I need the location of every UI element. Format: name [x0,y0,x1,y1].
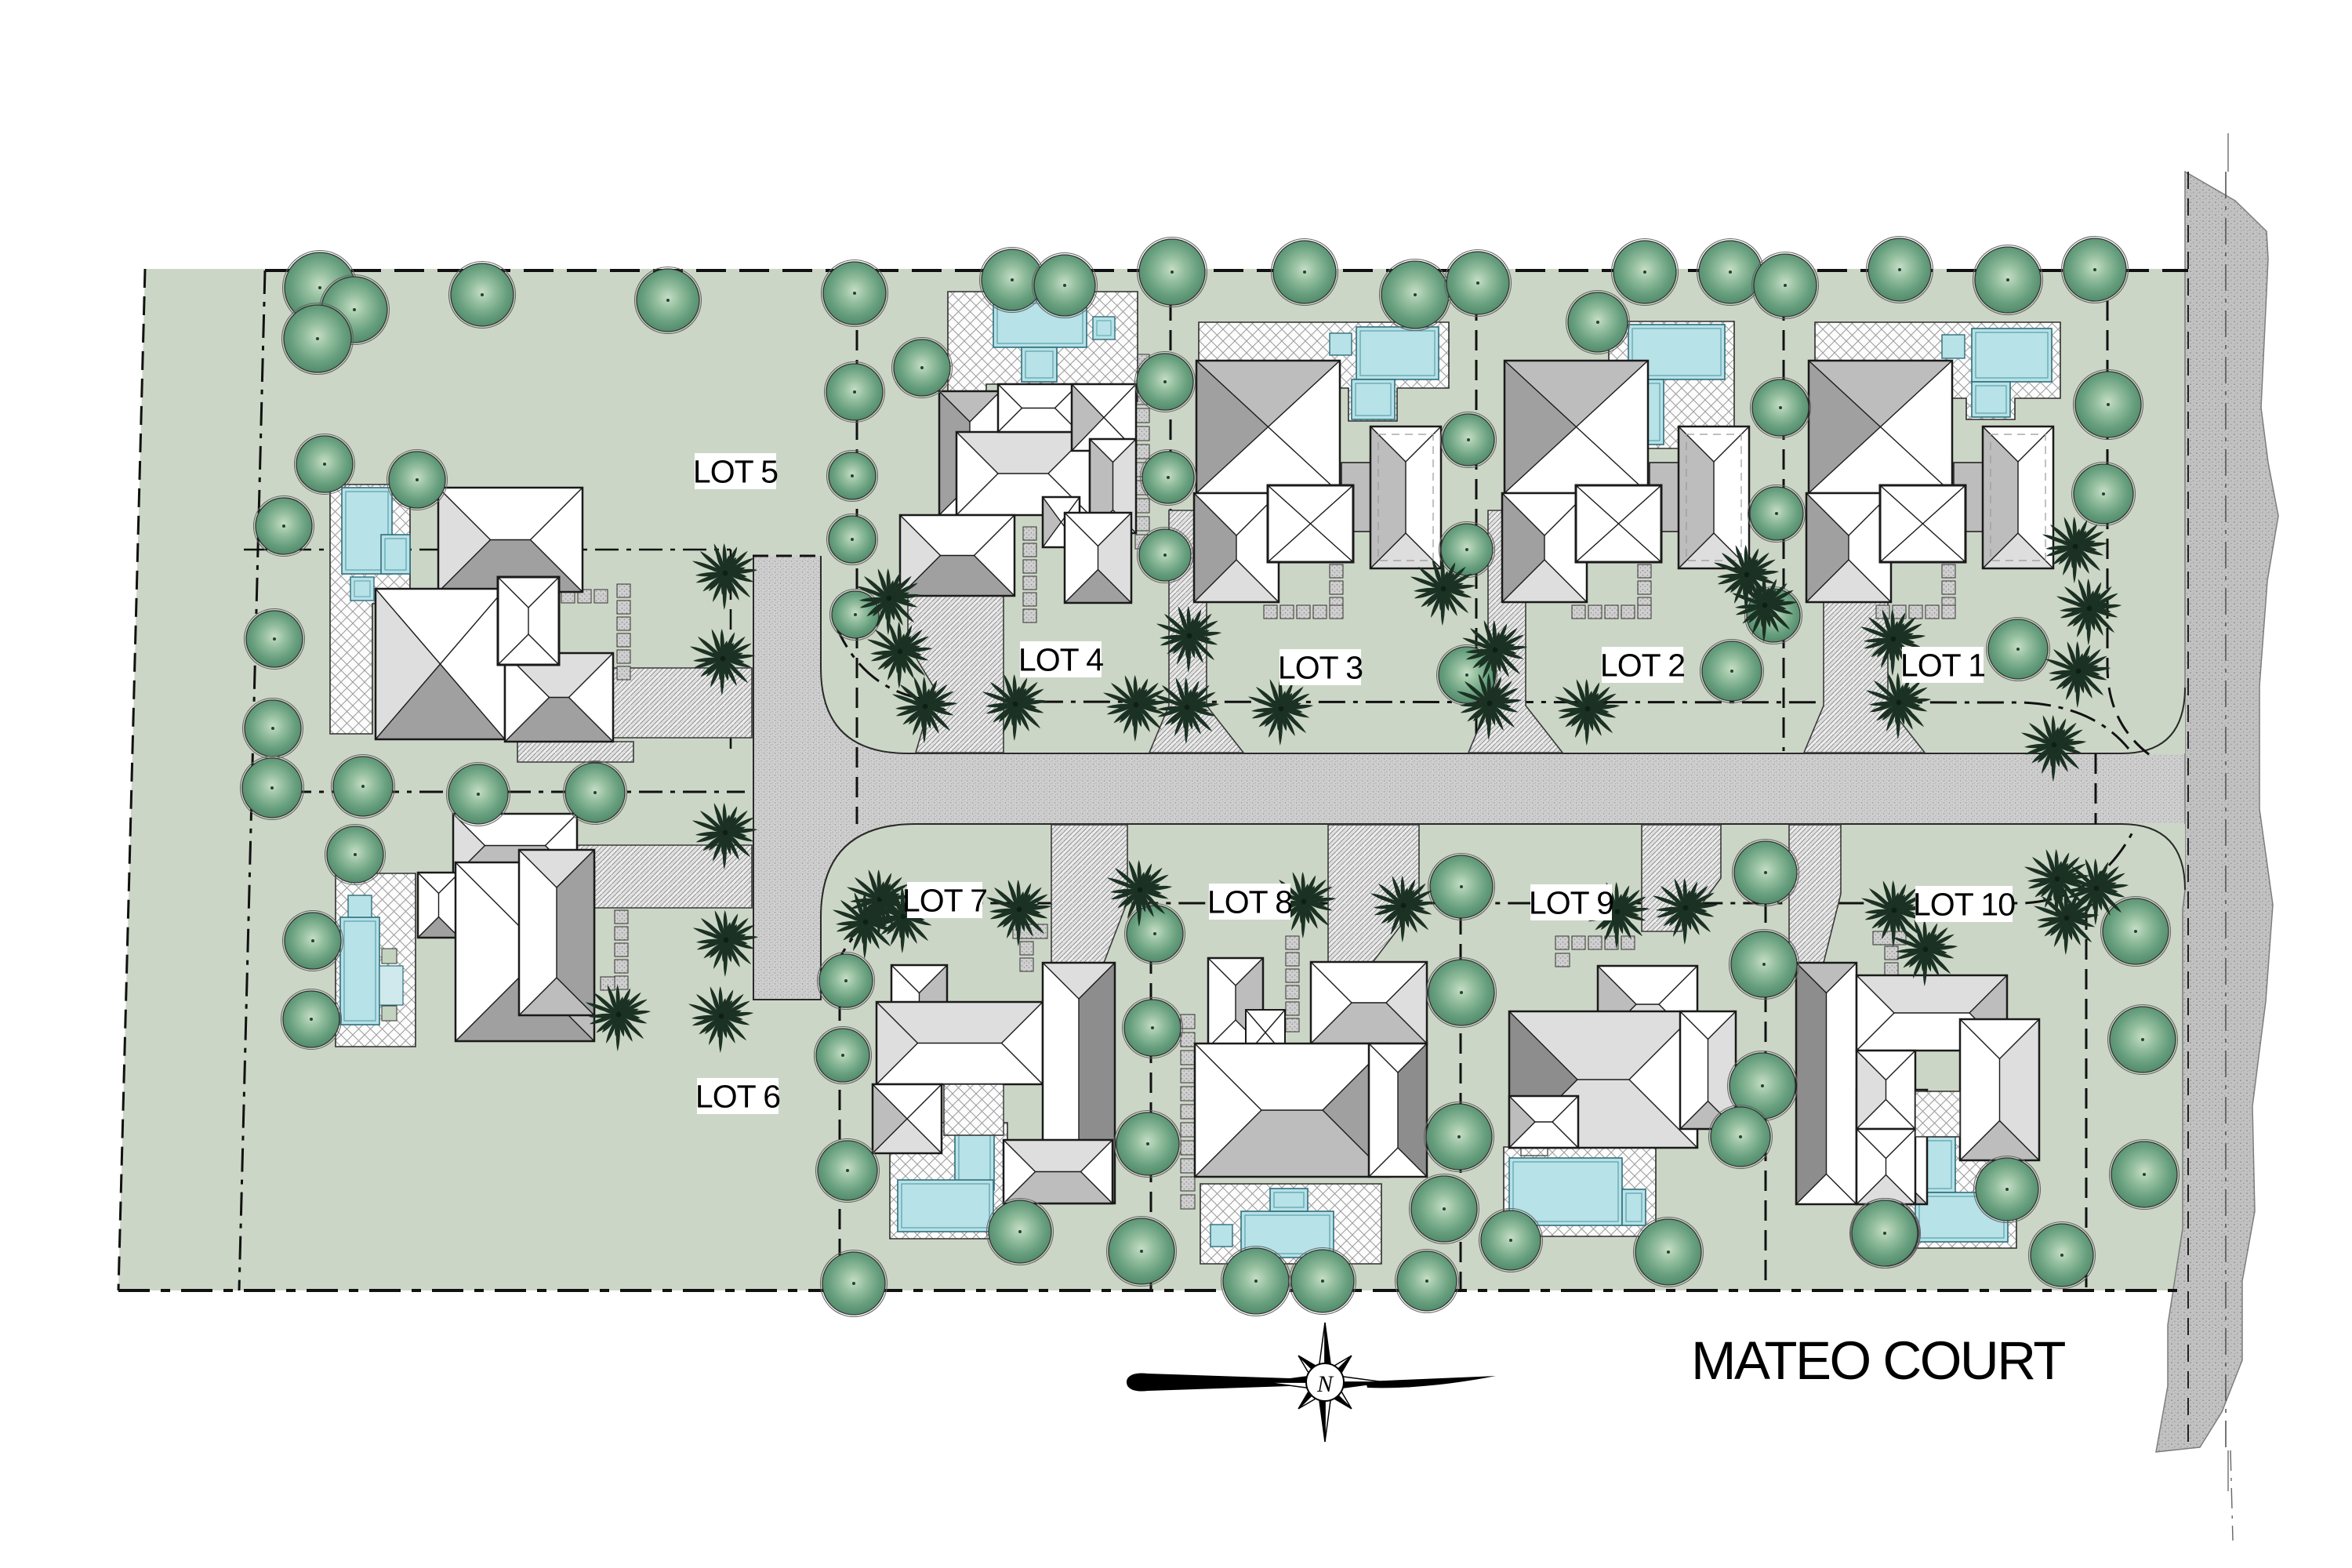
svg-text:N: N [1316,1371,1334,1397]
svg-text:MATEO COURT: MATEO COURT [1691,1330,2065,1391]
svg-text:LOT 9: LOT 9 [1529,884,1613,920]
svg-text:LOT 7: LOT 7 [902,882,987,918]
svg-text:LOT 6: LOT 6 [695,1078,780,1114]
svg-text:LOT 2: LOT 2 [1600,647,1685,683]
svg-text:LOT 3: LOT 3 [1278,649,1363,685]
svg-text:LOT 1: LOT 1 [1900,647,1985,683]
svg-text:LOT 8: LOT 8 [1207,884,1292,920]
svg-text:LOT 4: LOT 4 [1018,641,1103,677]
svg-text:LOT 5: LOT 5 [693,453,778,489]
svg-text:LOT 10: LOT 10 [1913,886,2015,922]
